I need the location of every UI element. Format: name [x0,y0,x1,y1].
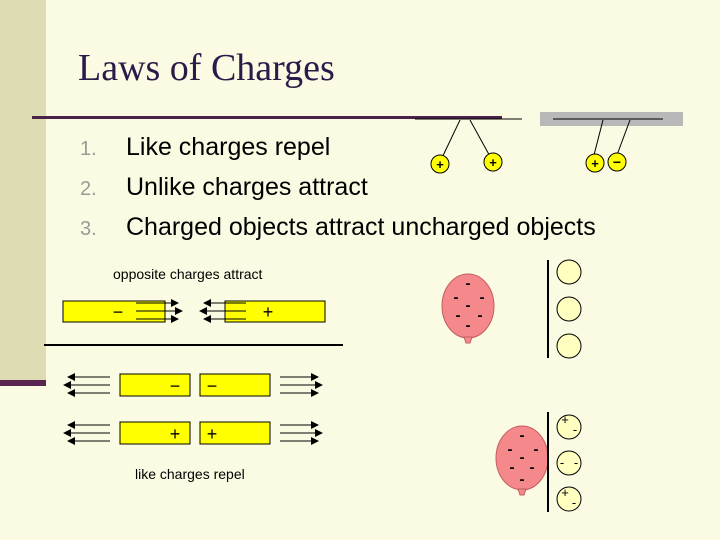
list-text: Like charges repel [126,133,331,161]
minus-sign: - [478,307,483,324]
hanging-balls-attract: + − [553,118,663,173]
plus-sign: + [561,412,569,427]
list-item: 1. Like charges repel [80,130,596,170]
minus-sign: − [170,376,181,396]
minus-sign: - [520,449,525,466]
attract-caption: opposite charges attract [113,266,263,282]
repel-diagram-minus: − − [63,373,323,397]
minus-sign: - [454,289,459,306]
slide-title: Laws of Charges [78,47,335,89]
plus-sign: + [207,424,218,444]
plus-sign: + [561,485,569,500]
list-number: 3. [80,218,97,240]
minus-sign: - [530,459,535,476]
charged-balloon-bottom: - - - - - - - [495,425,549,496]
left-accent-bar-foot [0,380,46,386]
minus-sign: - [456,307,461,324]
minus-sign: - [520,471,525,488]
repel-diagram-plus: + + [63,421,323,445]
minus-sign: - [510,459,515,476]
plus-sign: + [263,302,274,322]
list-item: 3. Charged objects attract uncharged obje… [80,210,596,250]
repel-caption: like charges repel [135,466,245,482]
list-number: 1. [80,138,97,160]
minus-sign: - [480,289,485,306]
minus-sign: - [466,297,471,314]
charged-balloon-top: - - - - - - - [441,273,495,344]
list-text: Charged objects attract uncharged object… [126,213,596,241]
minus-sign: − [113,302,124,322]
plus-sign: + [489,155,497,170]
list-number: 2. [80,178,97,200]
laws-list: 1. Like charges repel 2. Unlike charges at… [80,130,596,250]
minus-sign: - [534,441,539,458]
hanging-balls-repel: + + [415,118,522,174]
minus-sign: - [573,422,577,437]
minus-sign: - [466,275,471,292]
minus-sign: - [574,455,578,470]
minus-sign: − [613,154,621,170]
plus-sign: + [170,424,181,444]
minus-sign: - [572,495,576,510]
minus-sign: - [508,441,513,458]
minus-sign: - [560,455,564,470]
neutral-spheres-wall [547,259,582,359]
left-accent-bar [0,0,46,382]
attract-diagram: − + [62,299,326,323]
list-item: 2. Unlike charges attract [80,170,596,210]
list-text: Unlike charges attract [126,173,368,201]
minus-sign: - [520,427,525,444]
minus-sign: − [207,376,218,396]
polarized-spheres-wall: + - - - + - [547,412,582,512]
title-underline [32,116,502,119]
plus-sign: + [436,157,444,172]
minus-sign: - [466,317,471,334]
plus-sign: + [591,156,599,171]
